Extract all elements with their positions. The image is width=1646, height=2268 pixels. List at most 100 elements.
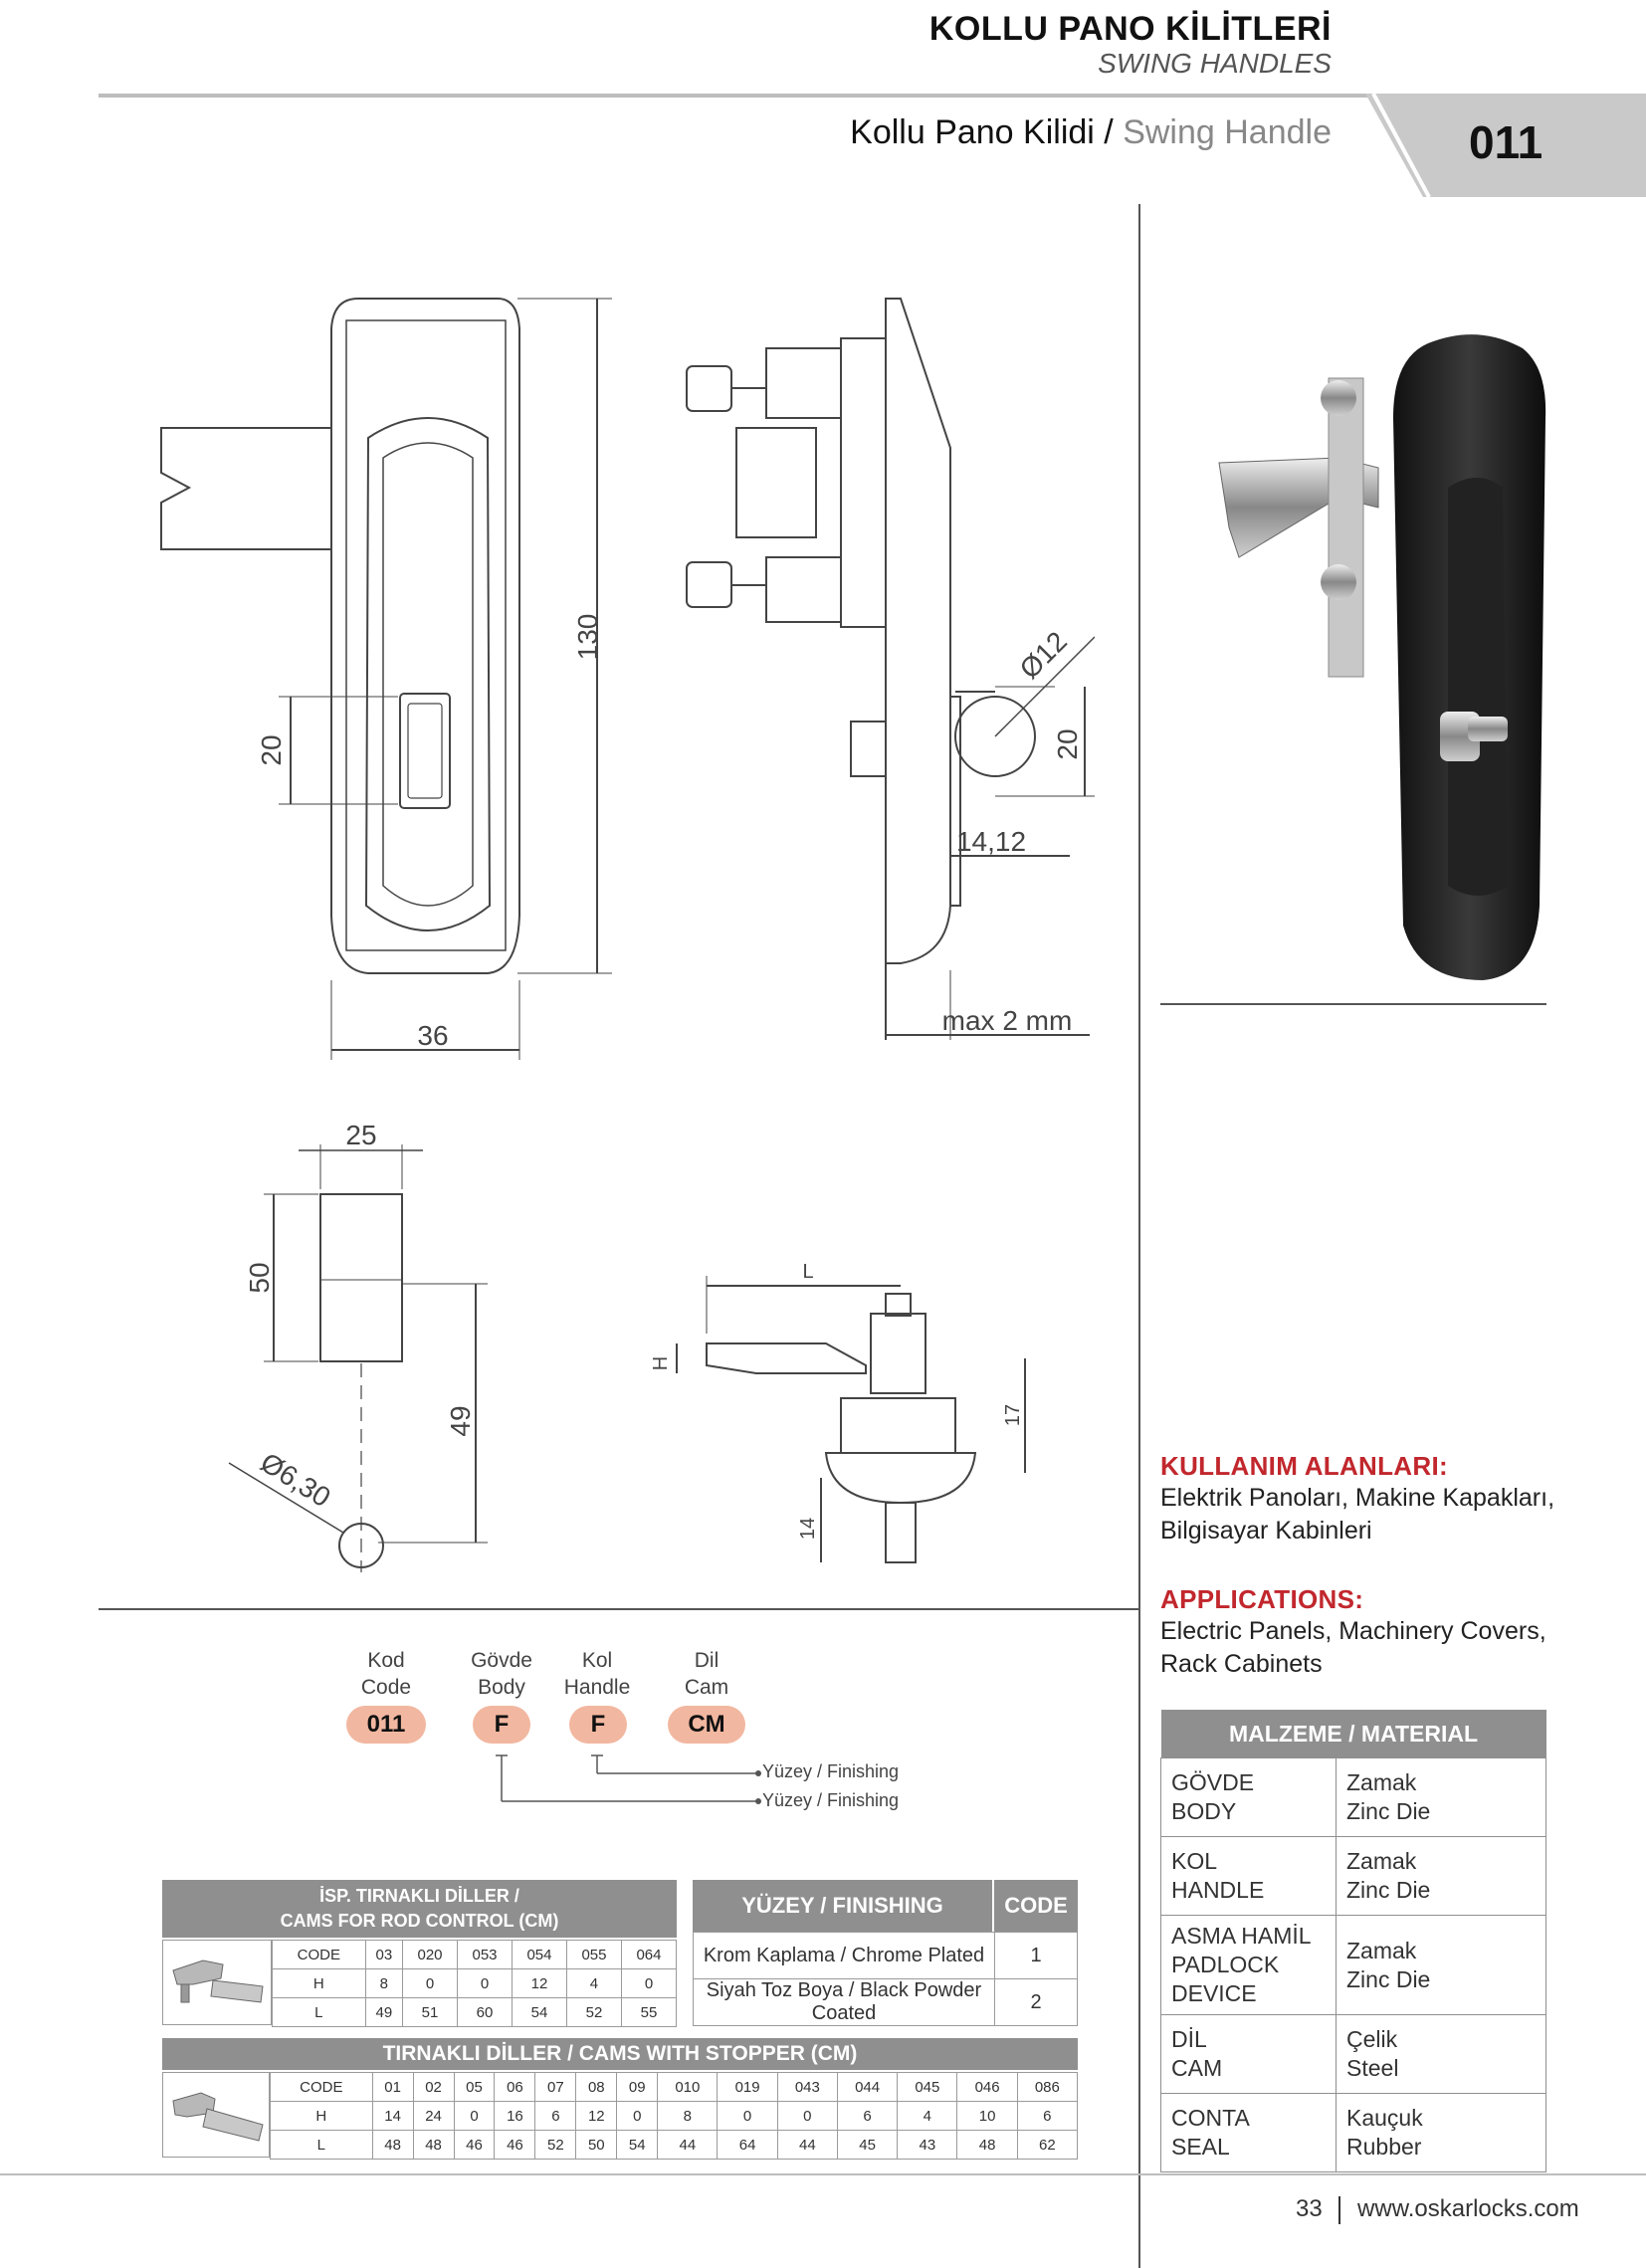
finishing-code: 1 <box>994 1932 1078 1979</box>
material-value-en: Rubber <box>1346 2134 1422 2160</box>
dim-H: H <box>650 1356 672 1370</box>
footer-rule <box>0 2173 1646 2175</box>
technical-drawing-top: 130 20 36 Ø12 20 14,12 max 2 mm <box>160 298 1095 1060</box>
dim-14: 14 <box>797 1518 819 1540</box>
section-subtitle: SWING HANDLES <box>1098 48 1332 79</box>
section-title: KOLLU PANO KİLİTLERİ <box>928 10 1332 48</box>
stopper-cams-heading: TIRNAKLI DİLLER / CAMS WITH STOPPER (CM) <box>162 2038 1078 2070</box>
table-cell: 43 <box>897 2130 958 2160</box>
website-link[interactable]: www.oskarlocks.com <box>1357 2195 1579 2222</box>
table-cell: 12 <box>512 1968 567 1998</box>
table-cell: 055 <box>565 1940 622 1969</box>
body-field-label: Gövde Body <box>454 1647 549 1701</box>
table-cell: 0 <box>717 2101 778 2131</box>
finishing-note-1: Yüzey / Finishing <box>762 1761 900 1781</box>
dim-20-side: 20 <box>1052 728 1083 759</box>
table-cell: 4 <box>897 2101 958 2131</box>
finishing-name: Siyah Toz Boya / Black Powder Coated <box>693 1978 995 2026</box>
table-cell: 0 <box>616 2101 659 2131</box>
table-cell: 06 <box>494 2072 536 2102</box>
product-photo <box>1218 334 1546 981</box>
table-cell: H <box>270 2101 373 2131</box>
dim-L: L <box>802 1261 813 1283</box>
table-cell: 09 <box>616 2072 659 2102</box>
table-cell: 16 <box>494 2101 536 2131</box>
footer-divider <box>1338 2195 1341 2224</box>
material-value-en: Zinc Die <box>1346 1877 1431 1903</box>
code-field-en: Code <box>360 1676 412 1699</box>
cam-field-label: Dil Cam <box>659 1647 754 1701</box>
applications-en-line1: Electric Panels, Machinery Covers, <box>1160 1617 1546 1645</box>
material-part-tr: DİL <box>1171 2026 1207 2052</box>
body-chip: F <box>473 1706 530 1744</box>
material-part-en: CAM <box>1171 2055 1223 2081</box>
applications-text-tr: Elektrik Panoları, Makine Kapakları, Bil… <box>1160 1482 1554 1547</box>
table-cell: 60 <box>457 1997 513 2027</box>
code-chip: 011 <box>346 1706 426 1744</box>
cam-field-tr: Dil <box>694 1649 720 1672</box>
code-connector-lines <box>496 1754 761 1804</box>
rod-cams-heading: İSP. TIRNAKLI DİLLER / CAMS FOR ROD CONT… <box>162 1880 677 1938</box>
table-cell: CODE <box>270 2072 373 2102</box>
table-cell: 64 <box>717 2130 778 2160</box>
finishing-name: Krom Kaplama / Chrome Plated <box>693 1932 995 1979</box>
table-cell: 019 <box>717 2072 778 2102</box>
table-cell: 043 <box>776 2072 838 2102</box>
table-row: Krom Kaplama / Chrome Plated 1 <box>693 1932 1078 1979</box>
header-rule <box>99 94 1382 98</box>
material-value-tr: Zamak <box>1346 1848 1417 1874</box>
applications-en-line2: Rack Cabinets <box>1160 1650 1323 1678</box>
material-part-en: PADLOCK DEVICE <box>1171 1952 1280 2006</box>
table-cell: 0 <box>776 2101 838 2131</box>
applications-heading-tr: KULLANIM ALANLARI: <box>1160 1451 1448 1481</box>
table-cell: 8 <box>657 2101 719 2131</box>
dim-diameter-12: Ø12 <box>1014 626 1073 685</box>
dim-17: 17 <box>1002 1404 1024 1426</box>
material-part-tr: KOL <box>1171 1848 1218 1874</box>
dim-max-2mm: max 2 mm <box>942 1005 1073 1036</box>
body-field-en: Body <box>478 1676 525 1699</box>
dim-20-front: 20 <box>256 734 287 765</box>
table-cell: 46 <box>453 2130 496 2160</box>
code-tab <box>1365 94 1646 197</box>
table-cell: 48 <box>956 2130 1018 2160</box>
product-name-en: Swing Handle <box>1123 113 1332 151</box>
table-cell: 054 <box>512 1940 567 1969</box>
table-cell: 51 <box>402 1997 459 2027</box>
material-value-tr: Kauçuk <box>1346 2105 1423 2131</box>
table-cell: 0 <box>457 1968 513 1998</box>
table-cell: 48 <box>412 2130 455 2160</box>
applications-rule <box>1160 1003 1546 1005</box>
finishing-code-heading: CODE <box>994 1880 1078 1932</box>
table-cell: 044 <box>836 2072 899 2102</box>
table-cell: L <box>270 2130 373 2160</box>
table-cell: 010 <box>657 2072 719 2102</box>
table-cell: 045 <box>897 2072 958 2102</box>
table-cell: 08 <box>575 2072 618 2102</box>
material-value-tr: Zamak <box>1346 1937 1417 1963</box>
material-value-en: Zinc Die <box>1346 1798 1431 1824</box>
dim-130: 130 <box>572 614 603 661</box>
product-name: Kollu Pano Kilidi / Swing Handle <box>850 113 1332 152</box>
table-cell: 50 <box>575 2130 618 2160</box>
dim-49: 49 <box>445 1405 476 1436</box>
material-part-tr: GÖVDE <box>1171 1769 1255 1795</box>
table-cell: 54 <box>616 2130 659 2160</box>
applications-tr-line1: Elektrik Panoları, Makine Kapakları, <box>1160 1484 1555 1512</box>
table-cell: 02 <box>412 2072 455 2102</box>
rod-cam-icon <box>172 1959 264 2003</box>
table-cell: 6 <box>534 2101 577 2131</box>
material-value-en: Zinc Die <box>1346 1965 1431 1992</box>
table-cell: 6 <box>1016 2101 1079 2131</box>
finishing-heading: YÜZEY / FINISHING <box>693 1880 992 1932</box>
cam-field-en: Cam <box>684 1676 729 1699</box>
dim-50: 50 <box>244 1262 275 1293</box>
handle-chip: F <box>569 1706 627 1744</box>
table-cell: 54 <box>512 1997 567 2027</box>
table-cell: 053 <box>457 1940 513 1969</box>
